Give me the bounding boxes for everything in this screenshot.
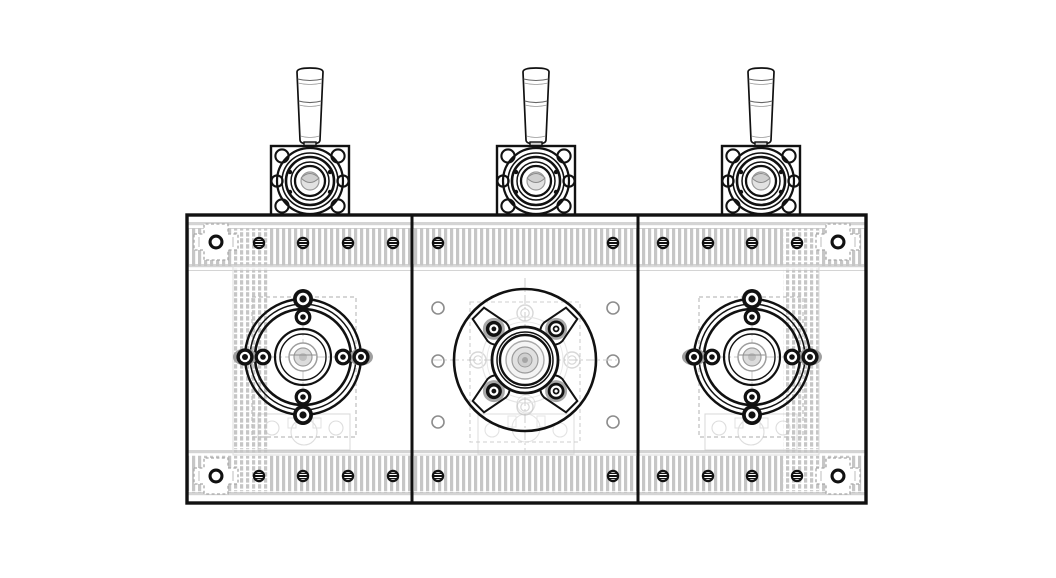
socket-screw[interactable]: [296, 236, 310, 250]
socket-screw[interactable]: [701, 236, 715, 250]
valve-body-right: [720, 144, 802, 218]
socket-screw[interactable]: [252, 469, 266, 483]
chuck-jaw-bolts[interactable]: [682, 289, 822, 425]
chuck-hub-ring: [722, 327, 782, 387]
base-plate: [185, 213, 868, 505]
mounting-hole[interactable]: [606, 301, 620, 315]
lever-handle-center[interactable]: [522, 67, 550, 165]
socket-screw[interactable]: [656, 469, 670, 483]
tslot-band-bottom: [187, 455, 866, 493]
socket-screw[interactable]: [606, 236, 620, 250]
mounting-hole[interactable]: [431, 415, 445, 429]
socket-screw[interactable]: [341, 469, 355, 483]
mounting-hole[interactable]: [431, 301, 445, 315]
socket-screw[interactable]: [745, 236, 759, 250]
socket-screw[interactable]: [386, 236, 400, 250]
station-left[interactable]: [233, 289, 373, 425]
station-center[interactable]: [433, 278, 617, 452]
mounting-hole[interactable]: [606, 354, 620, 368]
rotary-table-jaws[interactable]: [469, 304, 581, 416]
mounting-hole[interactable]: [606, 415, 620, 429]
socket-screw[interactable]: [790, 236, 804, 250]
rotary-table-hub: [490, 325, 560, 395]
actuator-left[interactable]: [269, 67, 351, 218]
mounting-hole[interactable]: [431, 354, 445, 368]
chuck-jaw-bolts[interactable]: [233, 289, 373, 425]
chuck-hub-ring: [273, 327, 333, 387]
socket-screw[interactable]: [296, 469, 310, 483]
socket-screw[interactable]: [790, 469, 804, 483]
tslot-band-top: [187, 228, 866, 266]
socket-screw[interactable]: [606, 469, 620, 483]
rotary-table-outer-ring: [452, 287, 598, 433]
socket-screw[interactable]: [341, 236, 355, 250]
socket-screw[interactable]: [701, 469, 715, 483]
ghost-subplates: [257, 394, 798, 455]
socket-screw[interactable]: [386, 469, 400, 483]
socket-screw[interactable]: [252, 236, 266, 250]
socket-screw[interactable]: [656, 236, 670, 250]
rotary-table-ghost-bolts: [469, 304, 581, 416]
socket-screw[interactable]: [431, 236, 445, 250]
valve-body-center: [495, 144, 577, 218]
base-plate-outline: [185, 213, 868, 505]
valve-body-left: [269, 144, 351, 218]
actuator-center[interactable]: [495, 67, 577, 218]
socket-screw[interactable]: [431, 469, 445, 483]
station-right[interactable]: [682, 289, 822, 425]
socket-screw[interactable]: [745, 469, 759, 483]
